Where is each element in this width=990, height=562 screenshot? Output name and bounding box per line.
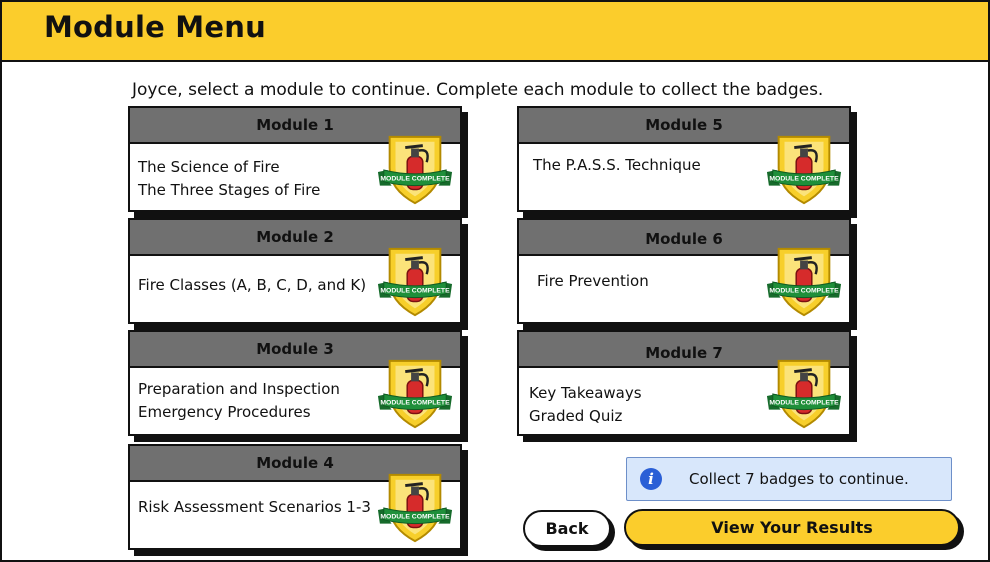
module-complete-badge-icon: MODULE COMPLETE xyxy=(377,135,453,205)
module-5-card[interactable]: Module 5 The P.A.S.S. Technique MODULE C… xyxy=(517,106,851,212)
badge-label: MODULE COMPLETE xyxy=(380,514,450,521)
module-5-topic-1: The P.A.S.S. Technique xyxy=(533,156,701,174)
badge-label: MODULE COMPLETE xyxy=(380,288,450,295)
badge-label: MODULE COMPLETE xyxy=(769,288,839,295)
title-bar: Module Menu xyxy=(2,2,988,62)
module-3-card[interactable]: Module 3 Preparation and Inspection Emer… xyxy=(128,330,462,436)
module-3-topic-2: Emergency Procedures xyxy=(138,403,311,421)
info-message: i Collect 7 badges to continue. xyxy=(626,457,952,501)
page-title: Module Menu xyxy=(44,10,266,44)
module-4-card[interactable]: Module 4 Risk Assessment Scenarios 1-3 M… xyxy=(128,444,462,550)
badge-label: MODULE COMPLETE xyxy=(380,176,450,183)
module-complete-badge-icon: MODULE COMPLETE xyxy=(377,473,453,543)
module-6-description: Fire Prevention xyxy=(537,270,649,293)
module-3-topic-1: Preparation and Inspection xyxy=(138,380,340,398)
module-6-topic-1: Fire Prevention xyxy=(537,272,649,290)
view-results-button[interactable]: View Your Results xyxy=(624,509,960,546)
module-4-topic-1: Risk Assessment Scenarios 1-3 xyxy=(138,498,371,516)
module-7-topic-1: Key Takeaways xyxy=(529,384,642,402)
module-complete-badge-icon: MODULE COMPLETE xyxy=(766,359,842,429)
badge-label: MODULE COMPLETE xyxy=(380,400,450,407)
module-1-topic-2: The Three Stages of Fire xyxy=(138,181,321,199)
module-5-description: The P.A.S.S. Technique xyxy=(533,154,701,177)
module-1-card[interactable]: Module 1 The Science of Fire The Three S… xyxy=(128,106,462,212)
module-complete-badge-icon: MODULE COMPLETE xyxy=(377,247,453,317)
module-2-description: Fire Classes (A, B, C, D, and K) xyxy=(138,274,366,297)
instructions-text: Joyce, select a module to continue. Comp… xyxy=(132,80,824,100)
module-1-title: Module 1 xyxy=(130,108,460,144)
module-2-card[interactable]: Module 2 Fire Classes (A, B, C, D, and K… xyxy=(128,218,462,324)
info-message-text: Collect 7 badges to continue. xyxy=(689,470,909,488)
back-button[interactable]: Back xyxy=(523,510,611,547)
module-complete-badge-icon: MODULE COMPLETE xyxy=(766,247,842,317)
module-6-card[interactable]: Module 6 Fire Prevention MODULE COMPLETE xyxy=(517,218,851,324)
module-complete-badge-icon: MODULE COMPLETE xyxy=(766,135,842,205)
info-icon: i xyxy=(640,468,662,490)
module-2-topic-1: Fire Classes (A, B, C, D, and K) xyxy=(138,276,367,294)
module-7-topic-2: Graded Quiz xyxy=(529,407,623,425)
module-7-description: Key Takeaways Graded Quiz xyxy=(529,382,642,428)
module-3-description: Preparation and Inspection Emergency Pro… xyxy=(138,378,340,424)
badge-label: MODULE COMPLETE xyxy=(769,400,839,407)
badge-label: MODULE COMPLETE xyxy=(769,176,839,183)
module-complete-badge-icon: MODULE COMPLETE xyxy=(377,359,453,429)
module-1-topic-1: The Science of Fire xyxy=(138,158,280,176)
module-7-card[interactable]: Module 7 Key Takeaways Graded Quiz MODUL… xyxy=(517,330,851,436)
module-4-description: Risk Assessment Scenarios 1-3 xyxy=(138,496,371,519)
module-1-description: The Science of Fire The Three Stages of … xyxy=(138,156,320,202)
